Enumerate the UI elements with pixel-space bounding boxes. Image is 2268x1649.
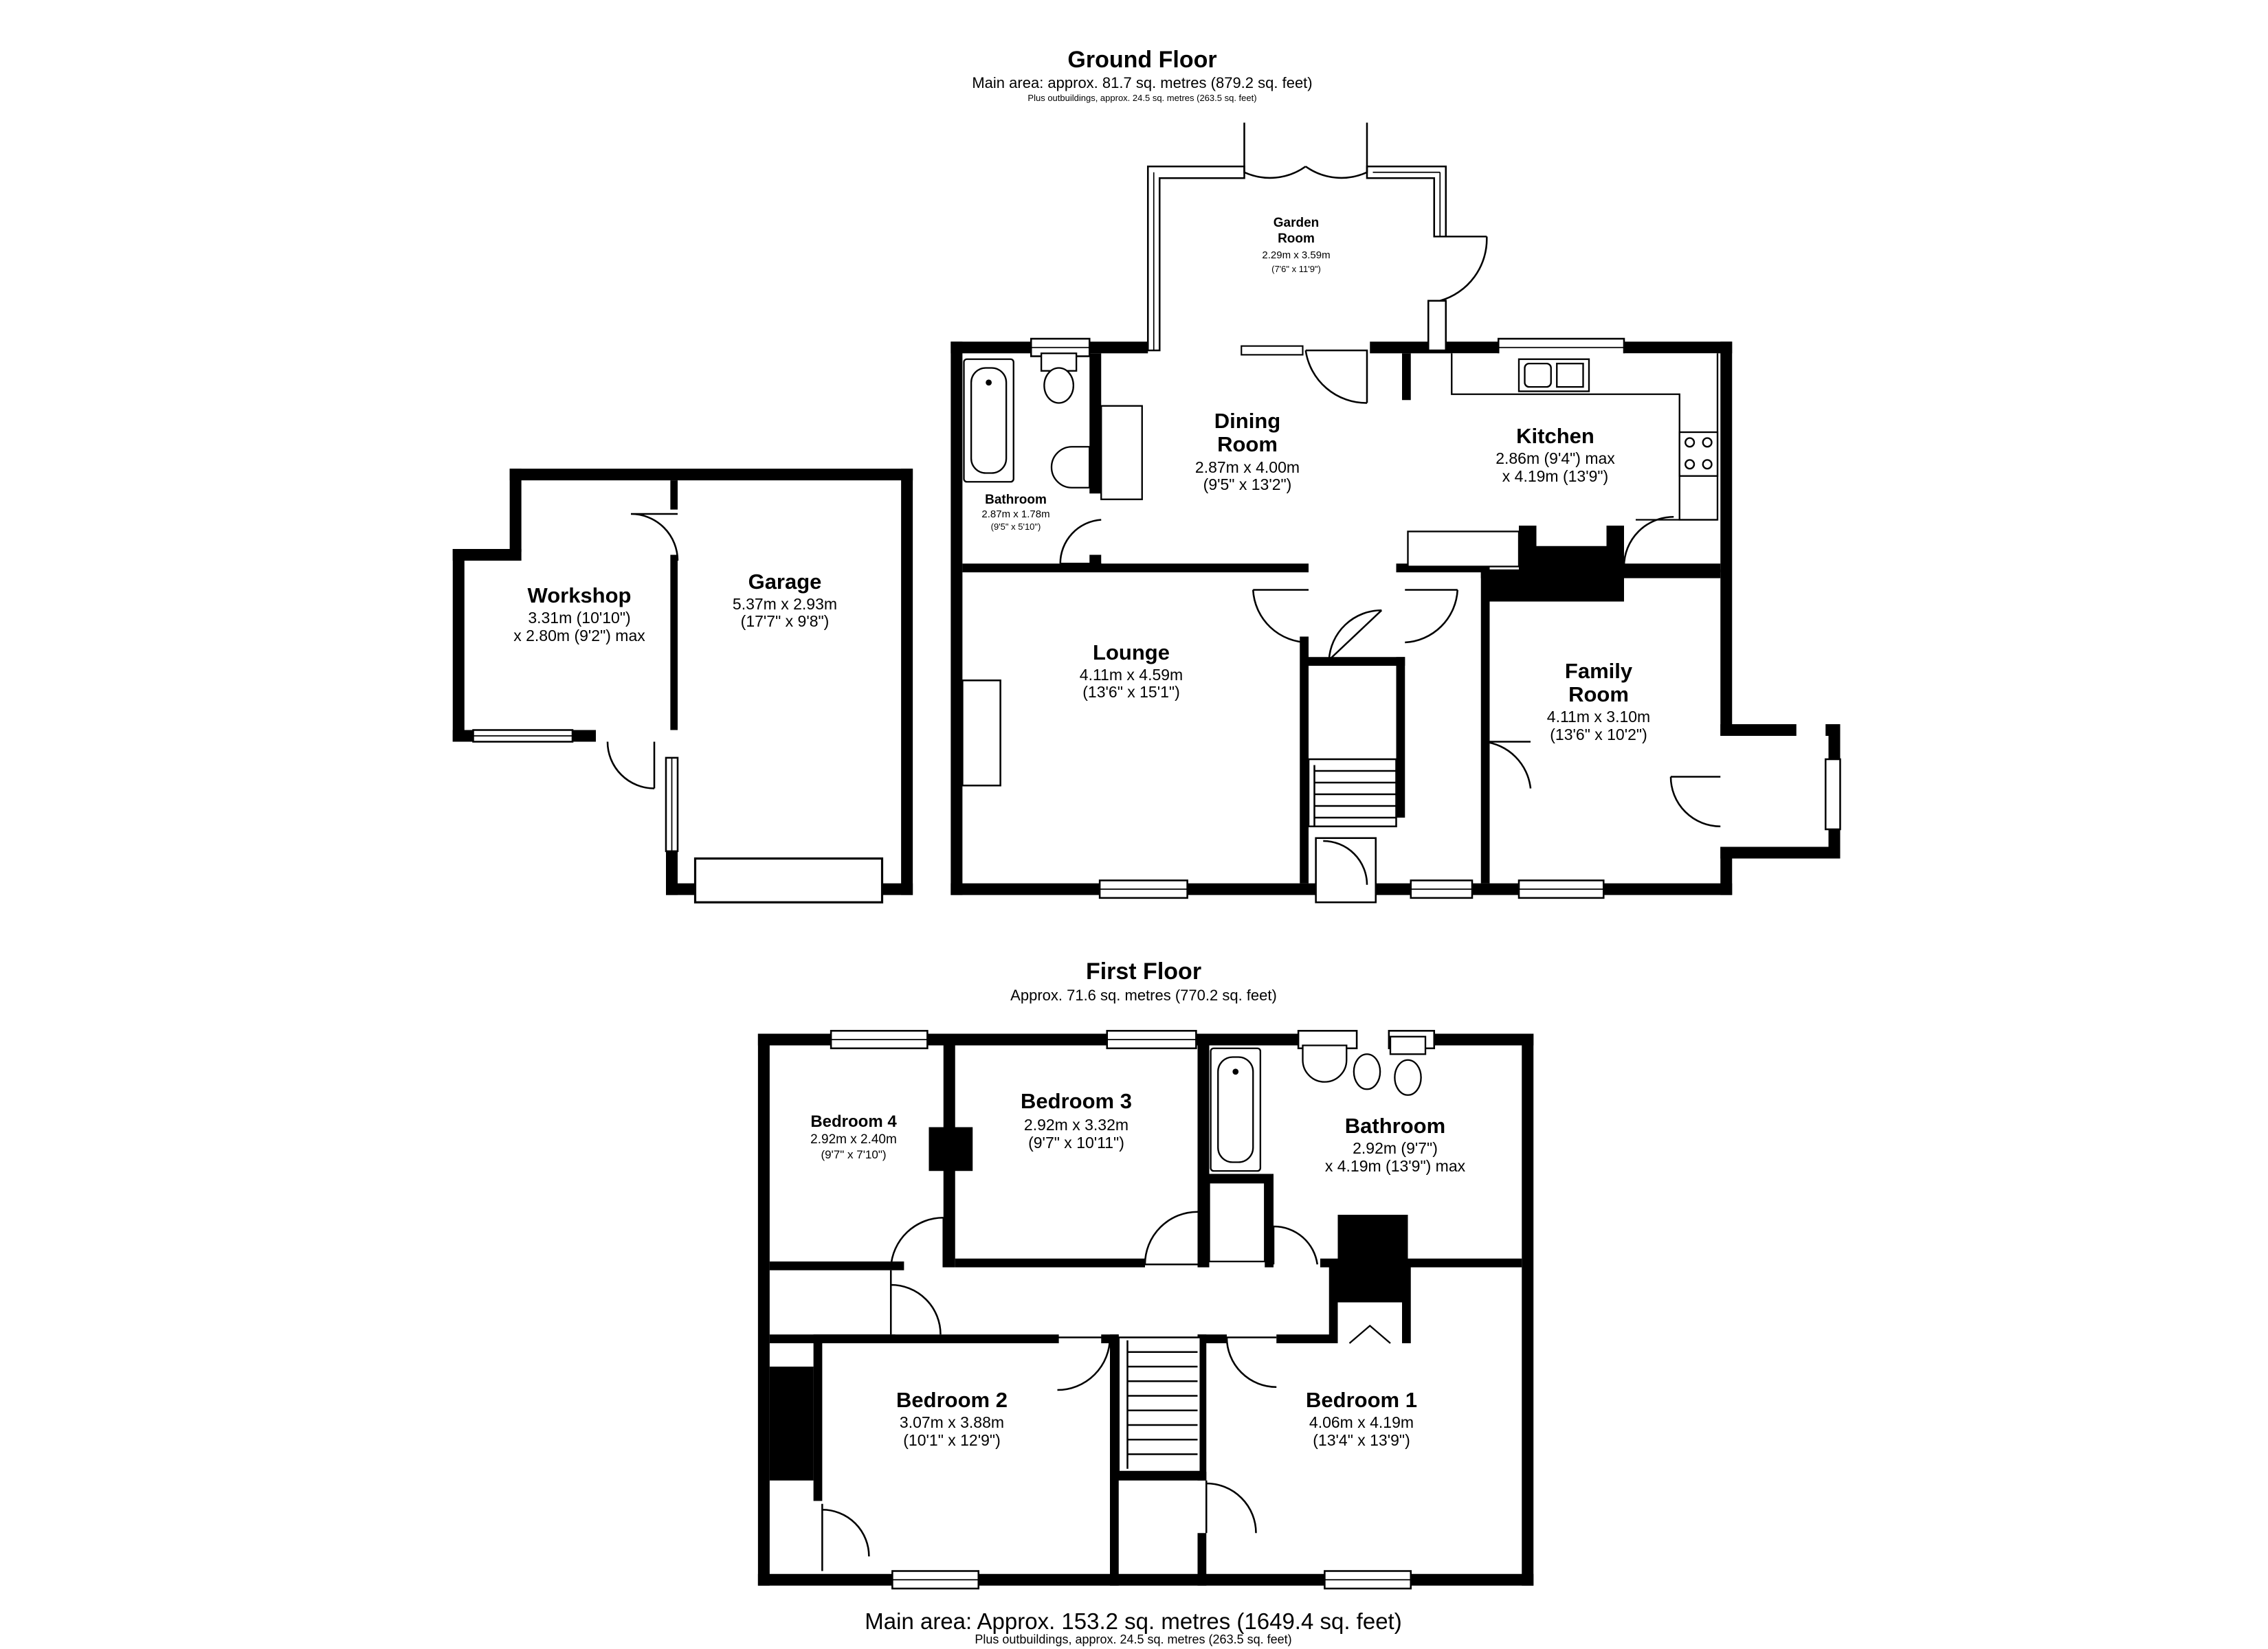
first-floor-walls (757, 1033, 1534, 1586)
workshop-exit-door (606, 741, 656, 789)
dining-room-imperial: (9'5" x 13'2") (1203, 475, 1292, 493)
bedroom4-imperial: (9'7" x 7'10") (821, 1148, 886, 1161)
first-floor-stairs (1118, 1336, 1202, 1473)
dining-window (1241, 345, 1304, 356)
ground-floor-outbuildings: Plus outbuildings, approx. 24.5 sq. metr… (1027, 93, 1256, 103)
bedroom3-name: Bedroom 3 (1021, 1089, 1132, 1113)
dining-room-dims: 2.87m x 4.00m (1195, 458, 1300, 476)
lounge-name: Lounge (1093, 640, 1170, 664)
ground-floor-title: Ground Floor (1067, 47, 1216, 73)
family-room-imperial: (13'6" x 10'2") (1550, 726, 1647, 743)
lounge-fireplace (961, 679, 1001, 787)
ground-floor-area: Main area: approx. 81.7 sq. metres (879.… (972, 74, 1312, 91)
family-room-name-1: Family (1565, 659, 1633, 683)
lounge-label: Lounge 4.11m x 4.59m (13'6" x 15'1") (1080, 640, 1183, 701)
dining-room-name-1: Dining (1214, 409, 1280, 433)
dining-room-name-2: Room (1217, 432, 1278, 456)
bedroom2-label: Bedroom 2 3.07m x 3.88m (10'1" x 12'9") (896, 1388, 1008, 1449)
workshop-door (630, 513, 679, 561)
garden-room-dims: 2.29m x 3.59m (1262, 249, 1330, 261)
ground-floor-windows (1030, 337, 1841, 899)
kitchen-fittings (1407, 353, 1719, 568)
garage-imperial: (17'7" x 9'8") (741, 612, 830, 630)
ground-stairs (1307, 758, 1397, 828)
workshop-imperial: x 2.80m (9'2") max (513, 627, 645, 644)
front-door (1323, 840, 1368, 885)
bedroom1-imperial: (13'4" x 13'9") (1313, 1431, 1410, 1449)
workshop-name: Workshop (528, 583, 632, 607)
first-bathroom-fittings (1208, 1035, 1427, 1344)
workshop-dims: 3.31m (10'10") (528, 609, 630, 627)
family-room-dims: 4.11m x 3.10m (1547, 708, 1650, 726)
first-floor-plan (757, 1029, 1534, 1590)
bedroom2-dims: 3.07m x 3.88m (900, 1413, 1004, 1431)
bedroom1-name: Bedroom 1 (1306, 1388, 1417, 1412)
bedroom4-label: Bedroom 4 2.92m x 2.40m (9'7" x 7'10") (810, 1112, 897, 1161)
bedroom4-dims: 2.92m x 2.40m (810, 1132, 897, 1147)
bedroom3-label: Bedroom 3 2.92m x 3.32m (9'7" x 10'11") (1021, 1089, 1132, 1152)
lounge-imperial: (13'6" x 15'1") (1082, 683, 1179, 701)
kitchen-name: Kitchen (1516, 424, 1594, 448)
first-floor-doors (821, 1211, 1319, 1571)
front-door-step (1315, 837, 1377, 904)
first-bathroom-name: Bathroom (1345, 1114, 1445, 1138)
bedroom1-label: Bedroom 1 4.06m x 4.19m (13'4" x 13'9") (1306, 1388, 1417, 1449)
bedroom2-imperial: (10'1" x 12'9") (903, 1431, 1000, 1449)
garage-label: Garage 5.37m x 2.93m (17'7" x 9'8") (733, 570, 837, 630)
ground-bathroom-name: Bathroom (985, 493, 1047, 507)
first-bathroom-imperial: x 4.19m (13'9") max (1325, 1157, 1466, 1175)
first-floor-area: Approx. 71.6 sq. metres (770.2 sq. feet) (1010, 987, 1277, 1004)
ground-floor-plan (452, 122, 1841, 904)
kitchen-label: Kitchen 2.86m (9'4") max x 4.19m (13'9") (1496, 424, 1615, 485)
ground-bathroom-label: Bathroom 2.87m x 1.78m (9'5" x 5'10") (981, 493, 1049, 532)
garage-name: Garage (748, 570, 822, 594)
garden-room-name-1: Garden (1274, 216, 1320, 230)
bedroom3-dims: 2.92m x 3.32m (1024, 1116, 1129, 1134)
garage-dims: 5.37m x 2.93m (733, 595, 837, 613)
garden-room-label: Garden Room 2.29m x 3.59m (7'6" x 11'9") (1262, 216, 1330, 274)
bedroom2-name: Bedroom 2 (896, 1388, 1008, 1412)
ground-bathroom-dims: 2.87m x 1.78m (981, 508, 1049, 520)
dining-garden-door (1304, 349, 1368, 404)
kitchen-dims: 2.86m (9'4") max (1496, 449, 1615, 467)
family-room-label: Family Room 4.11m x 3.10m (13'6" x 10'2"… (1547, 659, 1650, 743)
first-bathroom-label: Bathroom 2.92m (9'7") x 4.19m (13'9") ma… (1325, 1114, 1466, 1175)
garden-room-french-doors (1243, 122, 1368, 179)
bedroom1-dims: 4.06m x 4.19m (1309, 1413, 1414, 1431)
first-floor-title: First Floor (1086, 958, 1201, 985)
garden-room-walls (1146, 165, 1447, 352)
family-room-name-2: Room (1568, 682, 1629, 706)
house-walls (950, 341, 1841, 895)
outbuilding-walls (452, 469, 913, 895)
garden-room-imperial: (7'6" x 11'9") (1271, 264, 1321, 274)
footer-main-area: Main area: Approx. 153.2 sq. metres (164… (865, 1608, 1401, 1634)
ground-interior-doors (1059, 515, 1721, 828)
bedroom4-name: Bedroom 4 (810, 1112, 897, 1131)
garage-door (693, 857, 884, 904)
lounge-dims: 4.11m x 4.59m (1080, 666, 1183, 684)
dining-room-label: Dining Room 2.87m x 4.00m (9'5" x 13'2") (1195, 409, 1300, 493)
first-floor-windows (830, 1029, 1436, 1590)
first-bathroom-dims: 2.92m (9'7") (1353, 1139, 1438, 1157)
garden-room-side-door (1439, 235, 1488, 302)
kitchen-imperial: x 4.19m (13'9") (1502, 467, 1608, 485)
footer-outbuildings: Plus outbuildings, approx. 24.5 sq. metr… (975, 1633, 1291, 1646)
ground-bathroom-fittings (963, 352, 1143, 500)
bedroom3-imperial: (9'7" x 10'11") (1028, 1134, 1124, 1152)
garden-room-name-2: Room (1278, 232, 1315, 246)
workshop-label: Workshop 3.31m (10'10") x 2.80m (9'2") m… (513, 583, 645, 644)
ground-bathroom-imperial: (9'5" x 5'10") (991, 521, 1041, 532)
